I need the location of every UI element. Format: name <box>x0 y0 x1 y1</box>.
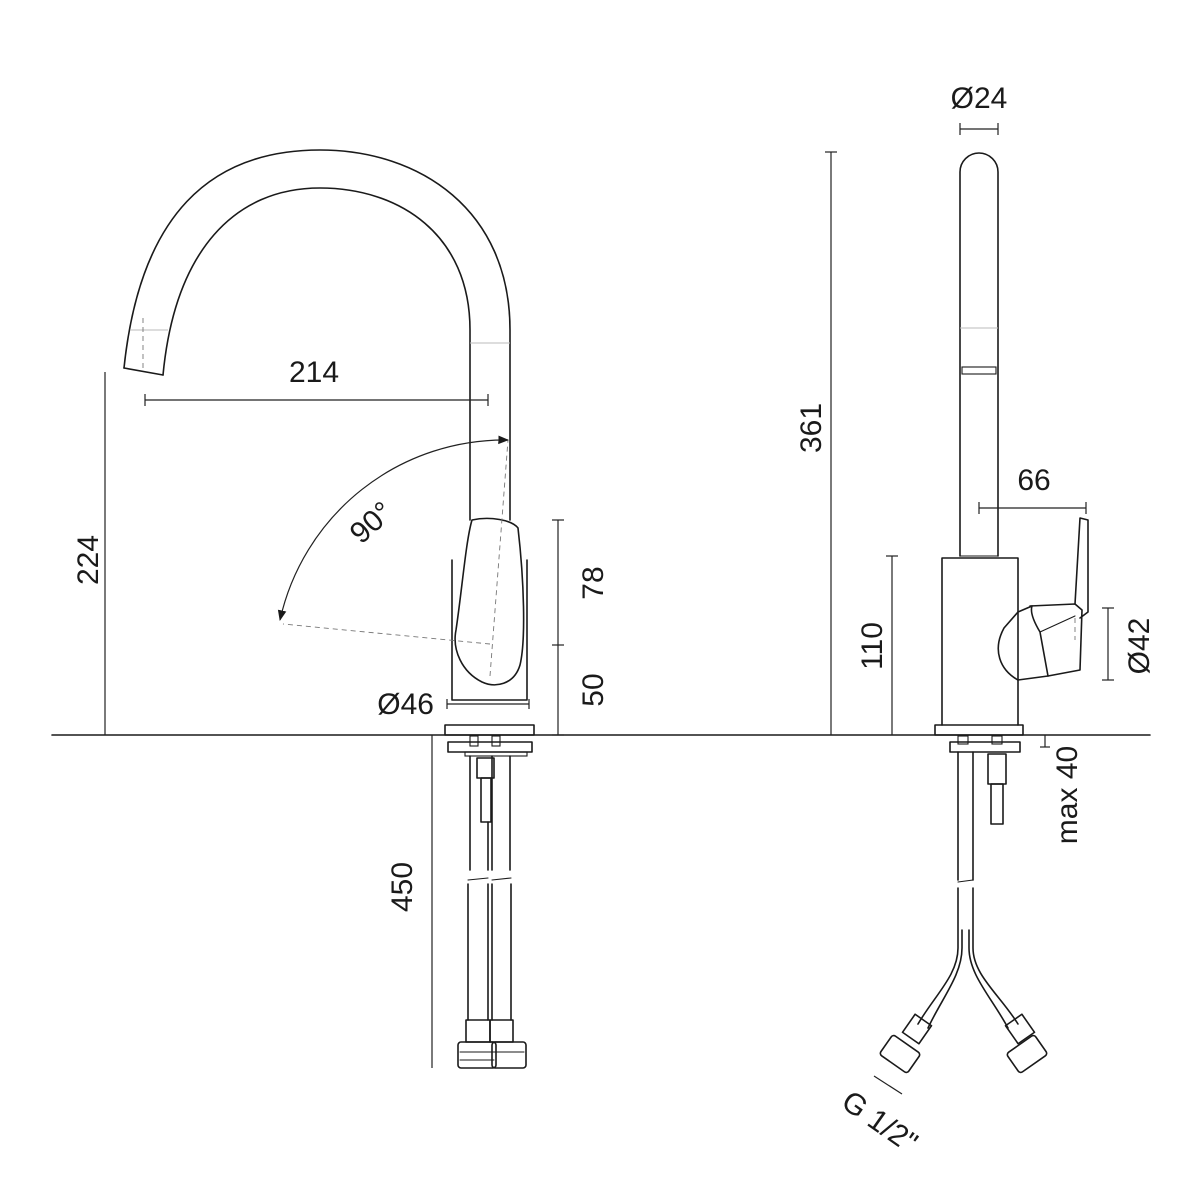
hose-length-label: 450 <box>386 862 419 912</box>
handle-height-label: 78 <box>577 566 610 599</box>
side-body <box>941 557 1019 726</box>
base-diameter-label: Ø46 <box>377 688 434 721</box>
total-height-label: 361 <box>795 403 828 453</box>
spout-reach-label: 214 <box>289 356 339 389</box>
max-thickness-label: max 40 <box>1051 746 1084 844</box>
spout-inner <box>162 187 471 521</box>
spout-diameter-label: Ø24 <box>951 82 1008 115</box>
body-height-label: 110 <box>856 622 889 670</box>
front-handle <box>454 517 525 686</box>
spout-outer <box>123 149 511 521</box>
front-view: 90° 214 224 78 50 Ø46 <box>72 149 610 1069</box>
side-handle <box>997 605 1049 681</box>
front-body <box>451 559 528 701</box>
side-view: Ø24 361 66 110 Ø42 max 40 <box>795 82 1156 1160</box>
base-height-label: 50 <box>577 673 610 706</box>
side-spout <box>959 152 999 557</box>
front-base <box>444 724 535 736</box>
angle-label: 90° <box>344 495 400 550</box>
lever-reach-label: 66 <box>1017 464 1050 497</box>
thread-label: G 1/2" <box>836 1085 924 1160</box>
handle-diameter-label: Ø42 <box>1123 618 1156 675</box>
angle-arc <box>277 435 510 622</box>
spout-height-label: 224 <box>72 535 105 585</box>
spout-tip <box>123 367 164 376</box>
side-hose-upper <box>957 751 974 881</box>
side-base <box>934 724 1024 736</box>
side-hose-lower <box>917 887 1019 1025</box>
front-hose-lower <box>467 883 512 1021</box>
front-hose-upper <box>469 755 511 871</box>
